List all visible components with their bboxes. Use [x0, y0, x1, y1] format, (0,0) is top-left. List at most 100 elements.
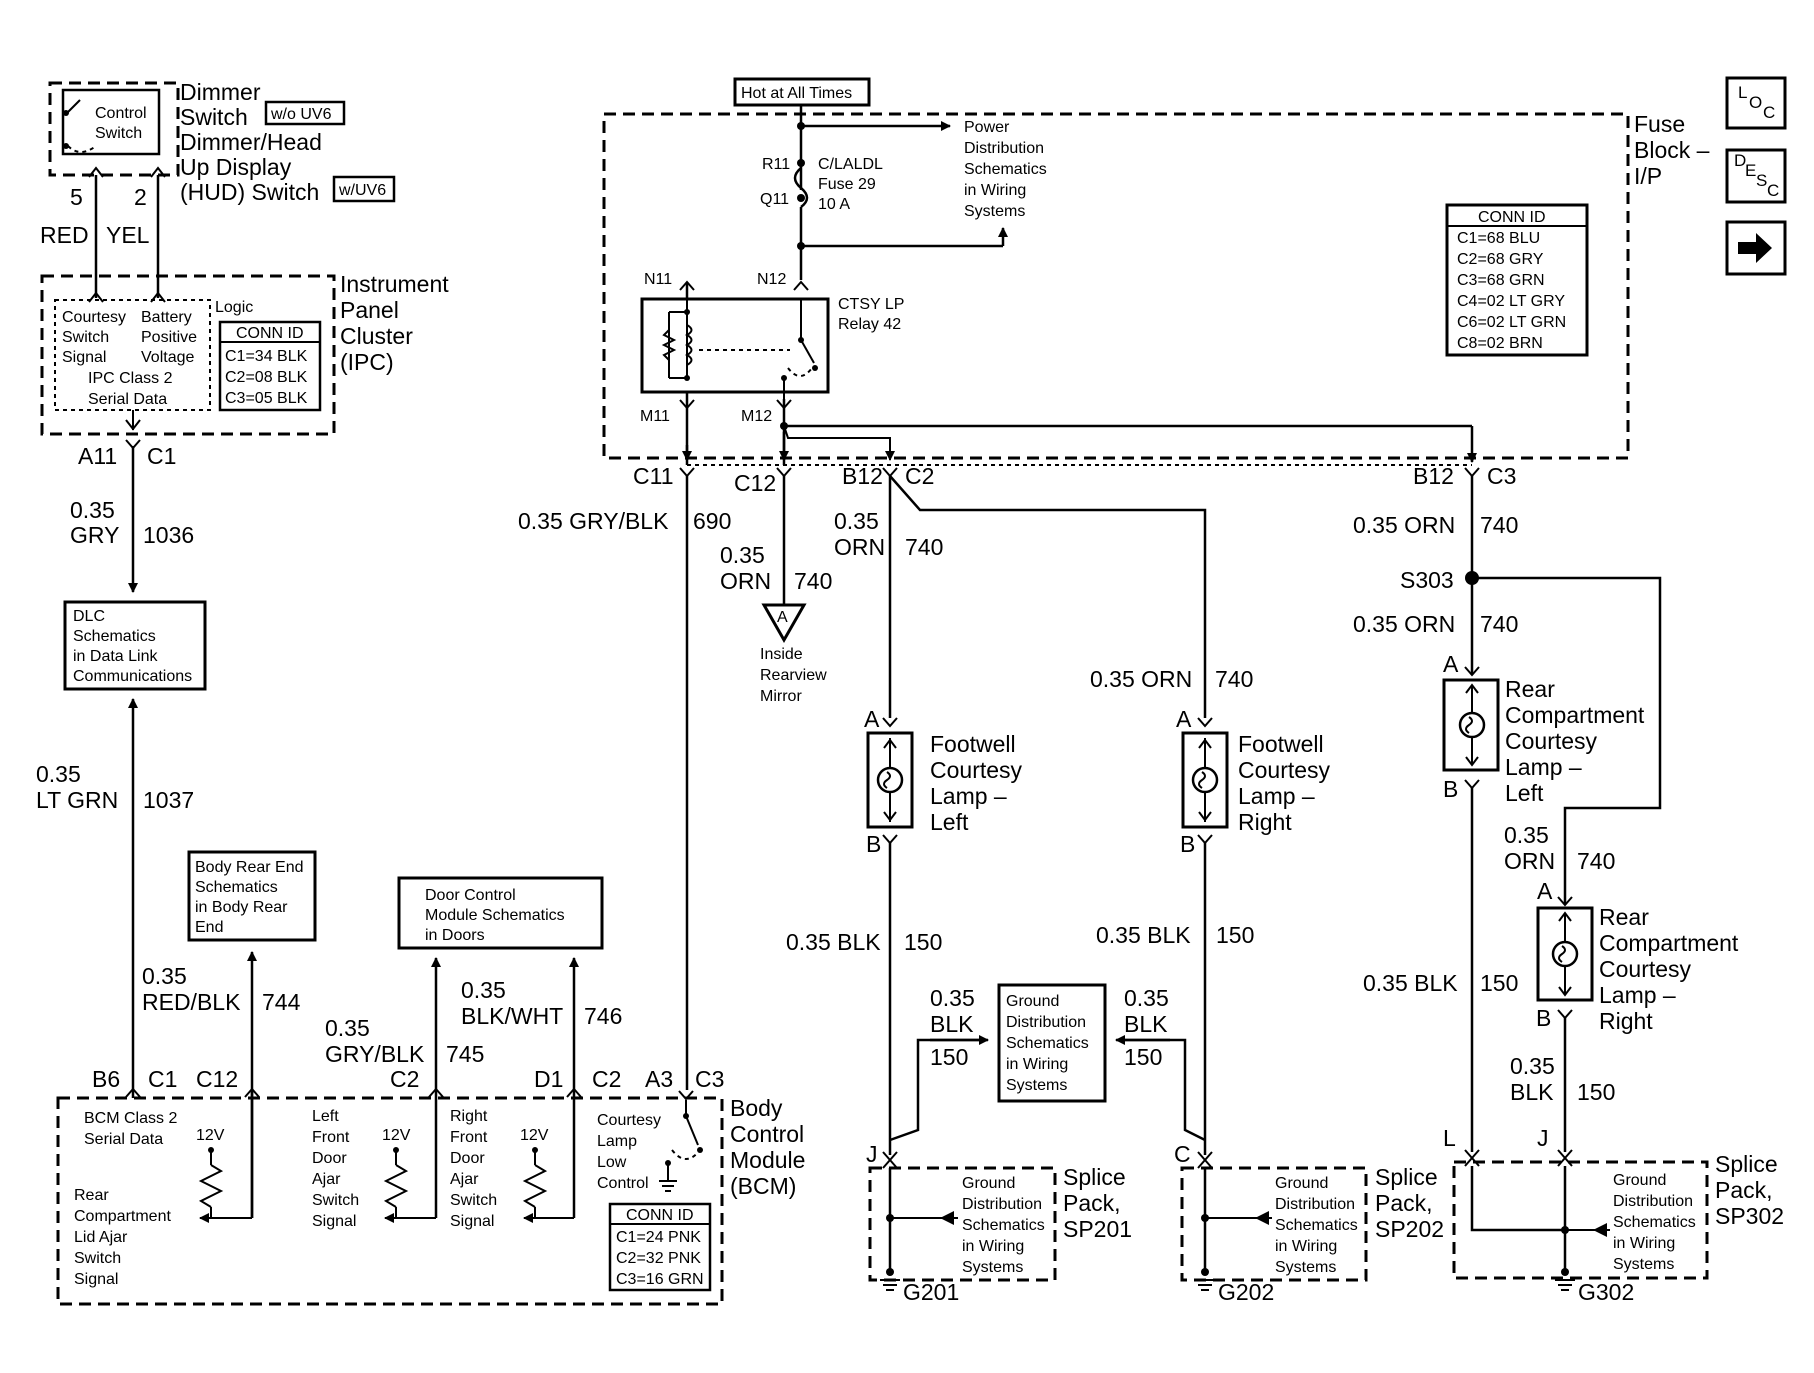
diagram-label: 740: [905, 534, 943, 560]
diagram-label: Ground: [962, 1175, 1015, 1192]
diagram-label: 12V: [196, 1127, 225, 1144]
diagram-label: A11: [78, 443, 117, 469]
diagram-label: BLK/WHT: [461, 1003, 563, 1029]
diagram-label: C3: [1487, 463, 1516, 489]
diagram-label: Ajar: [450, 1171, 479, 1188]
diagram-label: Pack,: [1375, 1190, 1433, 1216]
body-control-module: B6 C1 C12 C2 D1 C2 A3 C3 BCM Class 2 Ser…: [56, 1066, 805, 1306]
diagram-label: C1=34 BLK: [225, 348, 308, 365]
diagram-label: 0.35: [834, 508, 879, 534]
diagram-label: C12: [196, 1066, 238, 1092]
diagram-label: Footwell: [930, 731, 1016, 757]
diagram-label: C2=08 BLK: [225, 369, 308, 386]
diagram-label: Splice: [1375, 1164, 1438, 1190]
diagram-label: Rearview: [760, 667, 827, 684]
diagram-label: GRY: [70, 522, 119, 548]
diagram-label: IPC Class 2: [88, 370, 173, 387]
diagram-label: A: [1176, 706, 1192, 732]
diagram-label: Inside: [760, 646, 803, 663]
diagram-label: Systems: [1275, 1259, 1336, 1276]
diagram-label: Lamp: [597, 1133, 637, 1150]
diagram-label: 744: [262, 989, 301, 1015]
diagram-label: CONN ID: [626, 1207, 694, 1224]
diagram-label: I/P: [1634, 163, 1662, 189]
diagram-label: Ground: [1275, 1175, 1328, 1192]
diagram-label: Lamp –: [930, 783, 1007, 809]
diagram-label: L: [1443, 1125, 1456, 1151]
diagram-label: A3: [645, 1066, 673, 1092]
diagram-label: 0.35: [325, 1015, 370, 1041]
diagram-label: R11: [762, 156, 790, 173]
diagram-label: GRY/BLK: [325, 1041, 425, 1067]
diagram-label: Power: [964, 119, 1010, 136]
diagram-label: in Data Link: [73, 648, 158, 665]
diagram-label: A: [777, 609, 788, 626]
diagram-label: Communications: [73, 668, 192, 685]
diagram-label: Pack,: [1715, 1177, 1773, 1203]
diagram-label: in Wiring: [1006, 1056, 1068, 1073]
diagram-label: Distribution: [962, 1196, 1042, 1213]
diagram-label: ORN: [1504, 848, 1555, 874]
diagram-label: Logic: [215, 299, 253, 316]
diagram-label: B12: [842, 463, 883, 489]
diagram-label: Pack,: [1063, 1190, 1121, 1216]
diagram-label: Right: [1599, 1008, 1653, 1034]
diagram-label: 0.35: [36, 761, 81, 787]
diagram-label: Footwell: [1238, 731, 1324, 757]
diagram-label: C1=24 PNK: [616, 1229, 701, 1246]
diagram-label: C1=68 BLU: [1457, 230, 1540, 247]
diagram-label: 746: [584, 1003, 622, 1029]
diagram-label: Courtesy: [597, 1112, 661, 1129]
diagram-label: Courtesy: [1599, 956, 1692, 982]
diagram-label: Control: [597, 1175, 649, 1192]
diagram-label: C11: [633, 463, 674, 489]
diagram-label: C2=68 GRY: [1457, 251, 1544, 268]
diagram-label: Voltage: [141, 349, 194, 366]
diagram-label: 740: [1215, 666, 1253, 692]
diagram-label: in Wiring: [1613, 1235, 1675, 1252]
diagram-label: 150: [1577, 1079, 1615, 1105]
diagram-label: Courtesy: [1505, 728, 1598, 754]
diagram-label: C2: [390, 1066, 419, 1092]
diagram-label: 690: [693, 508, 731, 534]
diagram-label: M12: [741, 408, 772, 425]
diagram-label: Positive: [141, 329, 197, 346]
diagram-label: Front: [312, 1129, 350, 1146]
diagram-label: C2=32 PNK: [616, 1250, 701, 1267]
diagram-label: O: [1749, 93, 1762, 112]
diagram-label: w/UV6: [338, 182, 386, 199]
diagram-label: 150: [1216, 922, 1254, 948]
diagram-label: Up Display: [180, 154, 292, 180]
diagram-label: 0.35 GRY/BLK: [518, 508, 669, 534]
diagram-label: Systems: [1006, 1077, 1067, 1094]
ground-distribution-reference: Ground Distribution Schematics in Wiring…: [889, 983, 1206, 1142]
diagram-label: in Wiring: [962, 1238, 1024, 1255]
diagram-label: 740: [794, 568, 832, 594]
diagram-label: 745: [446, 1041, 484, 1067]
diagram-label: Relay 42: [838, 316, 901, 333]
diagram-label: CTSY LP: [838, 296, 904, 313]
diagram-label: Splice: [1715, 1151, 1778, 1177]
diagram-label: 0.35 ORN: [1353, 611, 1455, 637]
diagram-label: B: [1443, 776, 1458, 802]
diagram-label: G202: [1218, 1279, 1274, 1305]
diagram-label: 1036: [143, 522, 194, 548]
dlc-reference: DLC Schematics in Data Link Communicatio…: [36, 600, 207, 1087]
diagram-label: Door Control: [425, 887, 516, 904]
diagram-label: Schematics: [1613, 1214, 1696, 1231]
diagram-label: 0.35: [1510, 1053, 1555, 1079]
diagram-label: 12V: [382, 1127, 411, 1144]
diagram-label: (IPC): [340, 349, 394, 375]
diagram-label: 12V: [520, 1127, 549, 1144]
diagram-label: Rear: [1505, 676, 1555, 702]
loc-button[interactable]: L O C: [1725, 76, 1787, 130]
next-button[interactable]: [1725, 220, 1787, 276]
diagram-label: Compartment: [1505, 702, 1645, 728]
diagram-label: Distribution: [1275, 1196, 1355, 1213]
diagram-label: BLK: [930, 1011, 974, 1037]
desc-button[interactable]: D E S C: [1725, 148, 1787, 204]
diagram-label: Left: [930, 809, 969, 835]
diagram-label: Body: [730, 1095, 783, 1121]
diagram-label: C1: [148, 1066, 177, 1092]
diagram-label: J: [1537, 1125, 1549, 1151]
